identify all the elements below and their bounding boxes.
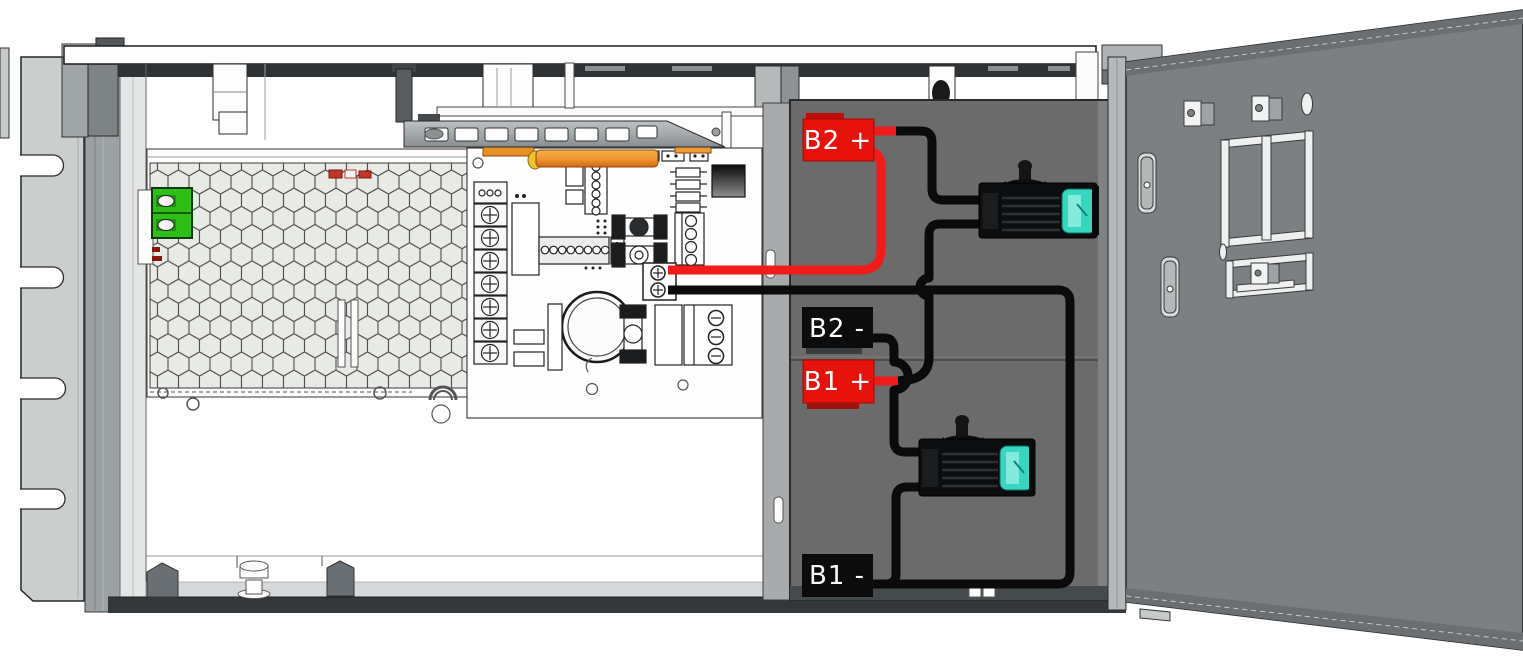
battery-wire-terminal <box>642 262 677 301</box>
psu-slot-1 <box>337 299 346 368</box>
wire-stub-mark-1 <box>152 247 160 252</box>
hex-vent-grille <box>149 162 469 389</box>
wire-black-fuse2-to-b1-minus <box>872 482 924 589</box>
terminal-labels: B2 + B2 - B1 + B1 - <box>802 113 875 597</box>
psu-slot-2 <box>350 299 359 368</box>
label-b2-plus-text: B2 + <box>804 126 872 156</box>
wire-black-pcb-to-b1-minus <box>668 285 1075 589</box>
door-frame-center-bar <box>1261 135 1272 241</box>
fuse-holder-1 <box>978 160 1099 239</box>
power-supply <box>137 148 612 424</box>
label-b2-plus-box <box>802 118 875 162</box>
label-b2-plus: B2 + <box>802 113 875 162</box>
left-rack-flange <box>20 56 85 602</box>
terminal-bracket <box>137 189 154 265</box>
pcb-lower-right <box>585 304 733 396</box>
compartment-right-shade <box>1098 101 1108 599</box>
door-bottom-hinge-tab <box>1139 608 1171 622</box>
wire-black-b2-plus-to-fuse1 <box>896 126 984 205</box>
label-b1-minus-text: B1 - <box>809 561 865 591</box>
psu-label-marks <box>328 169 372 179</box>
dark-post <box>395 68 413 123</box>
floor-standoff-nut <box>237 560 271 599</box>
door-oval-hole <box>1301 92 1313 116</box>
hanging-bracket-b <box>482 63 534 111</box>
pcb-terminal-4pos <box>674 212 705 267</box>
pcb-terminal-strip <box>538 236 625 265</box>
mains-terminal <box>137 187 193 265</box>
support-strut-left <box>564 62 575 109</box>
label-b1-plus-text: B1 + <box>804 367 872 397</box>
label-b1-minus-box <box>802 554 873 597</box>
post-foot <box>418 114 440 122</box>
pcb-relay-2 <box>654 304 683 366</box>
door-small-oval <box>1219 243 1227 261</box>
label-b2-minus-text: B2 - <box>809 314 865 344</box>
duct-main <box>535 149 659 168</box>
label-b1-plus: B1 + <box>802 359 875 409</box>
bottom-tab-1 <box>968 587 982 598</box>
door-features <box>1137 92 1314 318</box>
flange-slots <box>20 154 67 510</box>
support-strut-right <box>721 111 732 149</box>
slotted-bracket <box>403 120 726 148</box>
pcb-dot-grid <box>584 219 607 270</box>
bracket-screw <box>711 127 721 137</box>
pcb-fuses-mid <box>611 214 668 268</box>
support-bar <box>436 106 768 117</box>
label-b1-plus-box <box>802 359 875 404</box>
post-cap <box>392 64 416 72</box>
compartment-left-rail <box>762 102 792 601</box>
label-b1-minus: B1 - <box>802 554 873 597</box>
rail-slot-2 <box>773 496 784 524</box>
door-top-fold <box>1126 10 1523 76</box>
label-b2-minus: B2 - <box>802 307 873 354</box>
wire-black-b2-minus-to-fuse2 <box>872 333 924 457</box>
floor-wedge-left <box>146 562 179 598</box>
pcb-relay-1 <box>511 202 540 276</box>
door-large-frame <box>1220 130 1314 248</box>
wire-stub-mark-2 <box>152 256 162 261</box>
pcb-dark-component <box>711 164 746 198</box>
wire-black-fuse1-to-b1-plus <box>897 219 984 386</box>
floor-brackets <box>146 556 355 599</box>
enclosure-shell <box>0 37 1126 613</box>
left-edge-strip <box>0 47 10 139</box>
pcb-bar <box>547 303 563 371</box>
label-b2-minus-box <box>802 307 873 348</box>
enclosure-top-rail <box>63 45 1097 65</box>
circuit-board <box>466 147 763 419</box>
wiring-duct <box>482 142 712 170</box>
floor-wedge-right <box>326 560 355 597</box>
hanging-bracket-a-foot <box>218 111 248 135</box>
pcb-terminal-column <box>473 181 508 365</box>
door-lower-frame <box>1225 252 1314 299</box>
terminal-screw-2 <box>157 219 175 231</box>
enclosure-door <box>1107 9 1523 651</box>
bottom-tab-2 <box>982 587 996 598</box>
terminal-screw-1 <box>157 195 175 207</box>
bracket-clip <box>424 128 444 140</box>
side-wall-channel <box>84 56 147 613</box>
fuse-holder-2 <box>918 415 1036 497</box>
